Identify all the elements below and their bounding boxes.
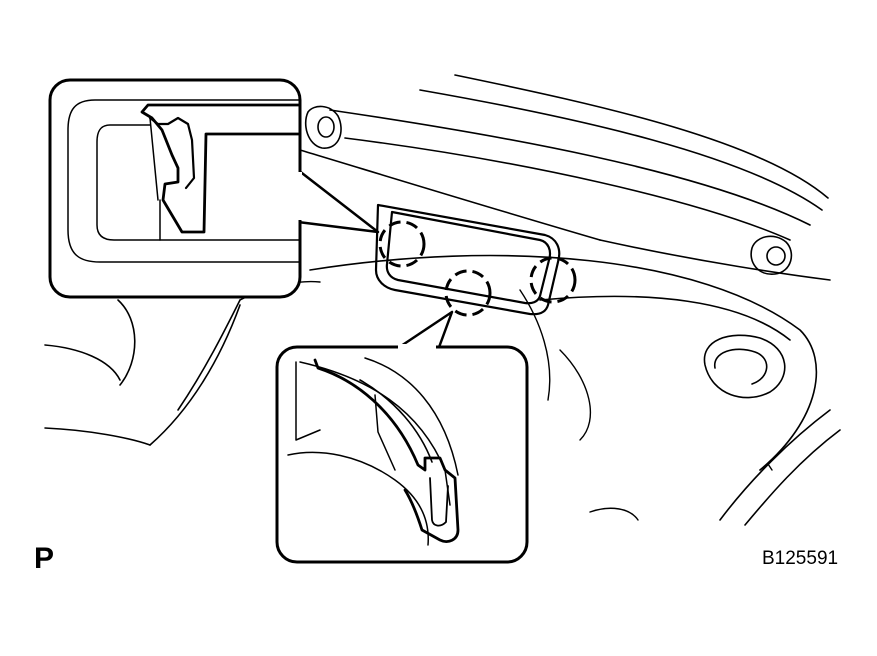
clip-upper-left: [304, 105, 342, 149]
body-panel-lines: [44, 74, 841, 526]
view-label: P: [34, 542, 55, 575]
grommet-hole: [703, 334, 786, 399]
figure-code: B125591: [762, 548, 839, 569]
callout-detail-lower: [275, 310, 529, 564]
clip-marker-right: [529, 256, 577, 304]
clip-right: [750, 235, 793, 275]
cover-panel: [374, 203, 561, 316]
clip-location-markers: [378, 220, 577, 317]
callout-detail-upper: [48, 78, 380, 299]
clip-marker-middle: [444, 269, 492, 317]
clip-marker-left: [378, 220, 426, 268]
